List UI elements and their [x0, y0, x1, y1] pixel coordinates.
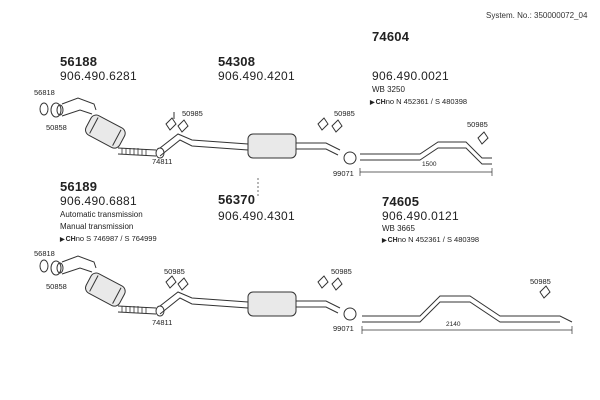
flex-pipe [117, 305, 157, 315]
rubber-hanger [317, 275, 329, 289]
part-number: 906.490.0021 [372, 69, 450, 83]
part-label: 99071 [333, 324, 354, 333]
part-number: 906.490.6281 [60, 69, 138, 83]
rubber-hanger [477, 131, 489, 145]
part-number: 906.490.6881 [60, 194, 138, 208]
rubber-hanger [331, 119, 343, 133]
gasket-ring [56, 104, 64, 116]
part-code: 56189 [60, 179, 98, 194]
part-label: 50985 [334, 109, 355, 118]
part-label: 50858 [46, 123, 67, 132]
chassis-range: CHno N 452361 / S 480398 [370, 98, 467, 106]
chassis-range: CHno N 452361 / S 480398 [382, 236, 479, 244]
connecting-pipe [159, 133, 249, 157]
wheelbase-label: WB 3665 [382, 224, 415, 233]
rubber-hanger [177, 277, 189, 291]
transmission-label: Manual transmission [60, 222, 134, 231]
system-number: System. No.: 350000072_04 [486, 11, 588, 20]
part-number: 906.490.4301 [218, 209, 296, 223]
part-label: 50858 [46, 282, 67, 291]
downpipe [61, 97, 97, 117]
wheelbase-label: WB 3250 [372, 85, 405, 94]
part-code: 74604 [372, 29, 410, 44]
chassis-range: CHno S 746987 / S 764999 [60, 235, 157, 243]
gasket-ring [56, 262, 64, 274]
catalytic-converter [85, 272, 126, 307]
gasket-ring [39, 102, 49, 116]
length-dimension: 1500 [422, 161, 437, 168]
part-label: 50985 [331, 267, 352, 276]
middle-silencer [247, 133, 297, 159]
catalytic-converter [85, 114, 126, 149]
rubber-hanger [165, 275, 177, 289]
part-number: 906.490.0121 [382, 209, 460, 223]
part-label: 56818 [34, 249, 55, 258]
downpipe [61, 255, 97, 275]
part-label: 74811 [152, 318, 173, 327]
pipe-clamp [343, 151, 357, 165]
connecting-pipe [159, 291, 249, 315]
rubber-hanger [165, 117, 177, 131]
part-code: 56188 [60, 54, 98, 69]
flex-pipe [117, 147, 157, 157]
gasket-ring [50, 260, 62, 276]
part-label: 50985 [530, 277, 551, 286]
pipe-clamp [343, 307, 357, 321]
part-code: 74605 [382, 194, 420, 209]
transmission-label: Automatic transmission [60, 210, 143, 219]
part-label: 50985 [467, 120, 488, 129]
rubber-hanger [539, 285, 551, 299]
part-code: 54308 [218, 54, 256, 69]
part-label: 74811 [152, 157, 173, 166]
middle-silencer [247, 291, 297, 317]
tail-pipe [362, 295, 573, 323]
part-label: 50985 [164, 267, 185, 276]
length-dimension: 2140 [446, 321, 461, 328]
pipe-clamp [155, 305, 165, 317]
gasket-ring [50, 102, 62, 118]
part-label: 50985 [182, 109, 203, 118]
rubber-hanger [317, 117, 329, 131]
part-code: 56370 [218, 192, 256, 207]
gasket-ring [39, 259, 49, 273]
part-label: 99071 [333, 169, 354, 178]
part-label: 56818 [34, 88, 55, 97]
part-number: 906.490.4201 [218, 69, 296, 83]
rubber-hanger [331, 277, 343, 291]
rubber-hanger [177, 119, 189, 133]
tail-pipe [360, 141, 492, 165]
